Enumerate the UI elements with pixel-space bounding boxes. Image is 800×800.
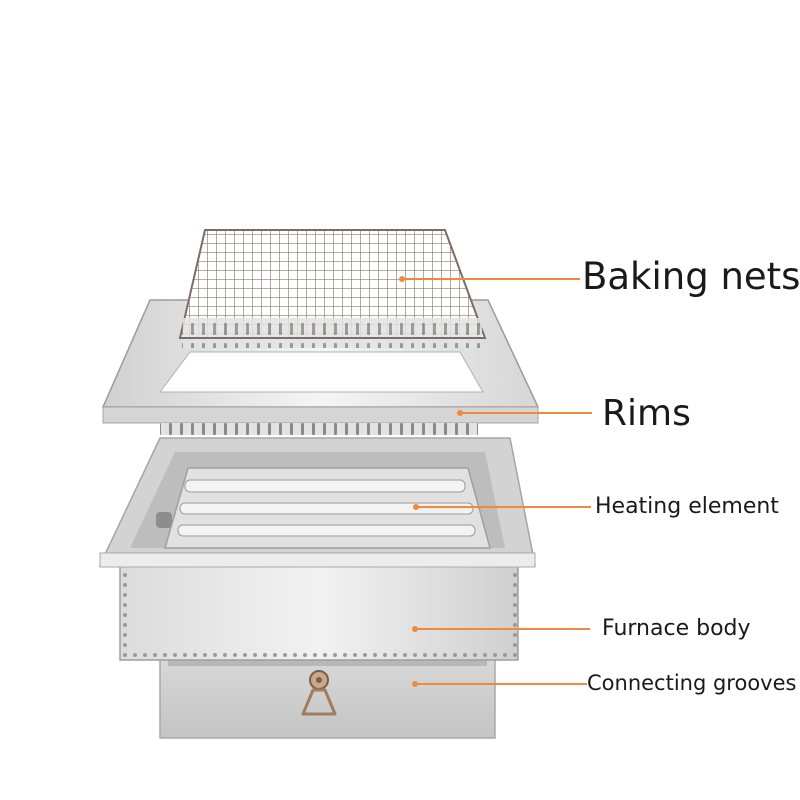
furnace-body-label: Furnace body <box>602 616 751 641</box>
baking-nets-label: Baking nets <box>582 255 800 298</box>
heating-element-pointer-line <box>416 506 591 508</box>
heating-element-part <box>164 467 491 549</box>
baking-nets-pointer-line <box>402 278 580 280</box>
baking-nets-part <box>178 229 487 348</box>
heating-element-label: Heating element <box>595 494 779 519</box>
rims-label: Rims <box>602 393 691 434</box>
furnace-body-pointer-line <box>415 628 590 630</box>
connecting-grooves-pointer-line <box>415 683 587 685</box>
rims-pointer-line <box>460 412 592 414</box>
connecting-grooves-label: Connecting grooves <box>587 671 797 695</box>
connecting-grooves-part <box>159 652 496 739</box>
